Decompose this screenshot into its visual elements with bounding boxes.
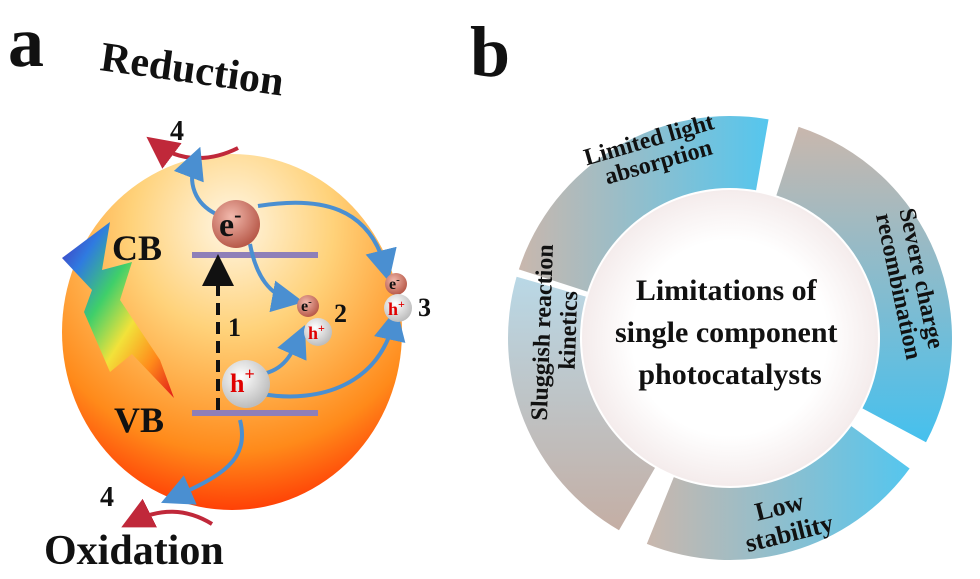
panel-b-label: b <box>470 12 510 92</box>
hole-label: h+ <box>230 364 255 398</box>
vb-label: VB <box>114 400 164 440</box>
hole-particle <box>222 360 270 408</box>
electron-particle <box>212 200 260 248</box>
electron-to-surface-arrow <box>173 146 217 216</box>
step-1-label: 1 <box>228 313 241 342</box>
semiconductor-sphere <box>62 154 402 510</box>
site2-electron-label: e- <box>301 296 312 315</box>
center-title: Limitations of single component photocat… <box>615 274 845 391</box>
site3-hole <box>384 294 412 322</box>
site2-hole <box>304 318 332 346</box>
sluggish-reaction-kinetics-label: Sluggish reaction kinetics <box>527 238 585 422</box>
step-2-label: 2 <box>334 299 347 328</box>
panel-b: b Limitations of single component photoc… <box>470 12 952 560</box>
cb-label: CB <box>112 228 162 268</box>
ring-segment-light-absorption <box>518 116 769 292</box>
reduction-label: Reduction <box>98 34 287 105</box>
step-4-bottom-label: 4 <box>100 482 114 513</box>
electron-to-site2-arrow <box>248 243 304 313</box>
step-3-label: 3 <box>418 293 431 322</box>
oxidation-arrow <box>121 498 214 528</box>
site3-electron <box>385 273 407 295</box>
limitations-ring <box>508 116 952 560</box>
site2-hole-label: h+ <box>308 321 325 343</box>
step-4-top-label: 4 <box>170 116 184 147</box>
site3-hole-label: h+ <box>388 297 405 319</box>
conduction-band <box>192 252 318 258</box>
light-bolt-icon <box>62 222 174 398</box>
panel-a-label: a <box>8 2 44 82</box>
panel-a: a Reduction 4 CB VB 1 4 Oxidation e- h+ <box>8 2 431 574</box>
hole-to-surface-arrow <box>161 419 244 505</box>
electron-label: e- <box>219 202 241 244</box>
electron-to-site3-arrow <box>257 200 397 282</box>
site3-electron-label: e- <box>389 274 400 293</box>
center-circle <box>582 190 878 486</box>
hole-to-site3-arrow <box>261 308 406 399</box>
ring-segment-charge-recombination <box>776 126 952 443</box>
ring-segment-stability <box>646 426 910 560</box>
ring-segment-reaction-kinetics <box>508 276 655 531</box>
site2-electron <box>297 295 319 317</box>
valence-band <box>192 410 318 416</box>
oxidation-label: Oxidation <box>44 528 224 574</box>
